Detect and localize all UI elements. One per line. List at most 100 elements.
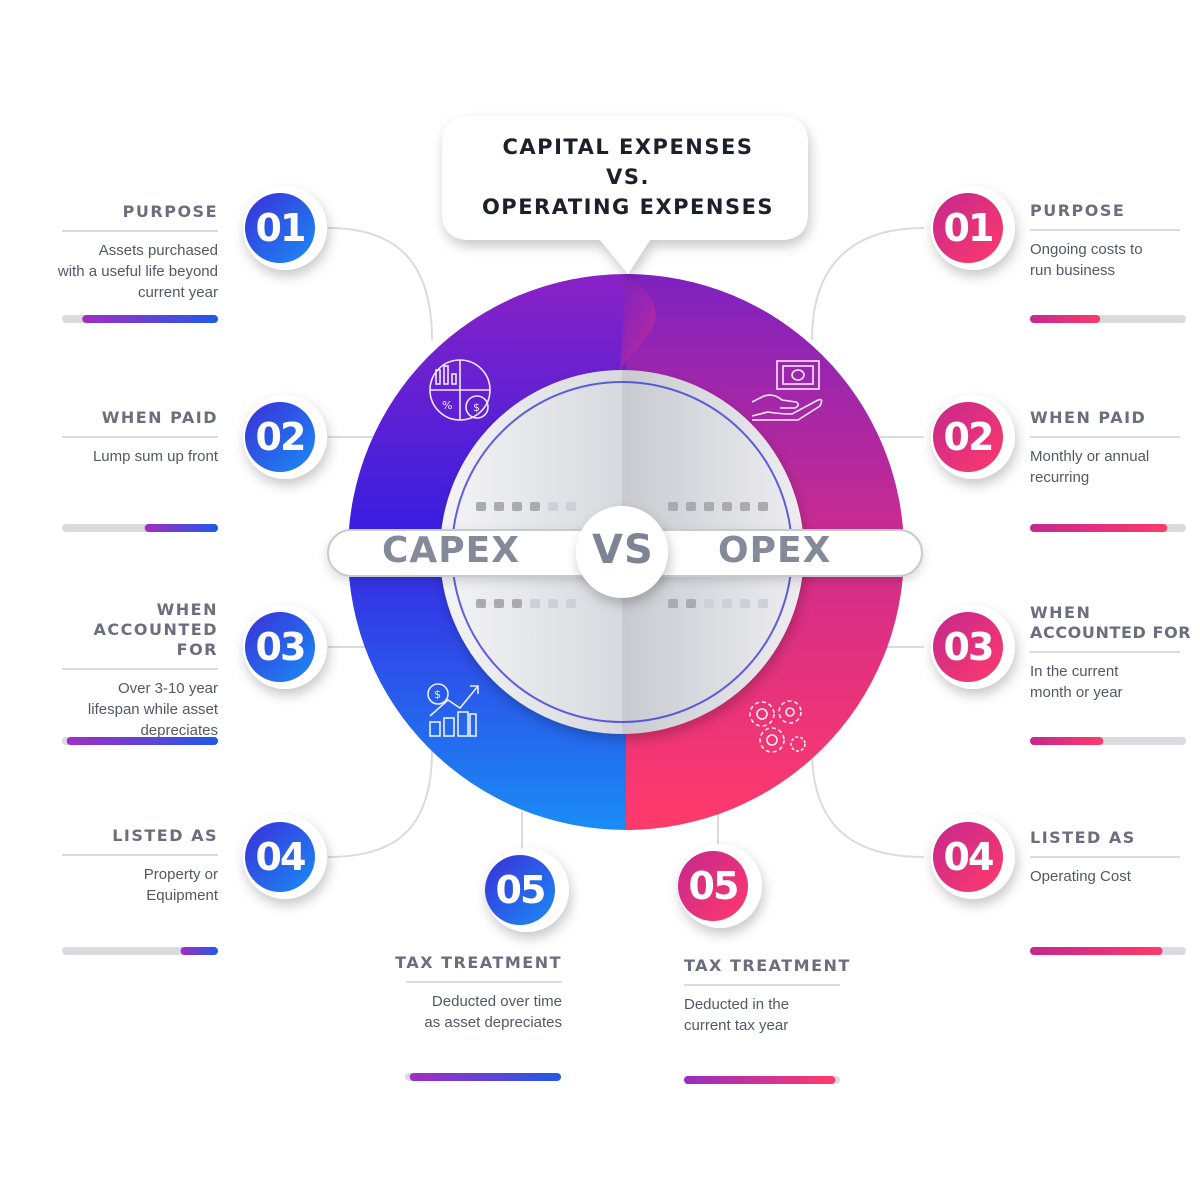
desc-line: current year: [137, 284, 218, 301]
capex-progress-04-fill: [180, 947, 218, 955]
capex-progress-03-fill: [66, 737, 219, 745]
desc-line: with a useful life beyond: [57, 263, 218, 280]
capex-when-paid-desc: Lump sum up front: [48, 446, 218, 467]
divider: [1030, 229, 1180, 231]
desc-line: Operating Cost: [1030, 868, 1131, 885]
capex-connectors: [327, 227, 523, 858]
capex-number-03: 03: [255, 625, 307, 669]
desc-line: Property or: [143, 866, 218, 883]
opex-number-01: 01: [943, 206, 995, 250]
opex-when-paid-title: WHEN PAID: [1030, 408, 1147, 427]
desc-line: Monthly or annual: [1030, 448, 1150, 465]
title-line: WHEN: [156, 600, 218, 619]
opex-number-03: 03: [943, 625, 995, 669]
opex-progress-04-fill: [1030, 947, 1163, 955]
capex-number-circles: [243, 186, 569, 932]
opex-item-when-paid: WHEN PAID Monthly or annual recurring: [1030, 408, 1200, 488]
capex-purpose-desc: Assets purchased with a useful life beyo…: [48, 240, 218, 303]
divider: [1030, 856, 1180, 858]
opex-tax-title: TAX TREATMENT: [684, 956, 851, 975]
capex-when-accounted-title: WHEN ACCOUNTED FOR: [48, 600, 218, 660]
growth-chart-icon: $: [427, 683, 479, 737]
opex-progress-05-fill: [684, 1076, 836, 1084]
capex-listed-as-title: LISTED AS: [112, 826, 218, 845]
opex-progress-02-fill: [1030, 524, 1168, 532]
desc-line: depreciates: [140, 722, 218, 739]
divider: [684, 984, 840, 986]
capex-item-when-accounted: WHEN ACCOUNTED FOR Over 3-10 year lifesp…: [48, 600, 218, 741]
divider: [62, 854, 218, 856]
divider: [1030, 651, 1180, 653]
divider: [62, 436, 218, 438]
svg-text:%: %: [442, 399, 452, 412]
capex-number-01: 01: [255, 206, 307, 250]
desc-line: Deducted over time: [431, 993, 562, 1010]
desc-line: Assets purchased: [98, 242, 218, 259]
capex-listed-as-desc: Property or Equipment: [48, 864, 218, 906]
opex-label: OPEX: [718, 530, 832, 571]
desc-line: In the current: [1030, 663, 1119, 680]
opex-when-accounted-title: WHEN ACCOUNTED FOR: [1030, 603, 1196, 643]
capex-item-listed-as: LISTED AS Property or Equipment: [48, 826, 218, 906]
opex-purpose-desc: Ongoing costs to run business: [1030, 239, 1200, 281]
page-title: CAPITAL EXPENSES VS. OPERATING EXPENSES: [440, 132, 816, 222]
capex-tax-title: TAX TREATMENT: [395, 953, 562, 972]
title-line-1: CAPITAL EXPENSES: [502, 135, 754, 159]
opex-progress-01-fill: [1030, 315, 1101, 323]
svg-text:$: $: [473, 401, 480, 414]
desc-line: Lump sum up front: [92, 448, 218, 465]
capex-progress-04-track: [62, 947, 218, 955]
desc-line: Deducted in the: [684, 996, 790, 1013]
capex-number-05: 05: [495, 868, 547, 912]
capex-progress-01-fill: [82, 315, 218, 323]
title-line-2: VS.: [606, 165, 650, 189]
capex-item-when-paid: WHEN PAID Lump sum up front: [48, 408, 218, 467]
capex-item-purpose: PURPOSE Assets purchased with a useful l…: [48, 202, 218, 303]
title-bubble: [442, 116, 808, 274]
opex-tax-desc: Deducted in the current tax year: [684, 994, 854, 1036]
capex-number-04: 04: [255, 835, 307, 879]
title-line: ACCOUNTED FOR: [1030, 623, 1192, 642]
desc-line: Ongoing costs to: [1030, 241, 1143, 258]
desc-line: recurring: [1030, 469, 1090, 486]
divider: [62, 668, 218, 670]
opex-listed-as-desc: Operating Cost: [1030, 866, 1200, 887]
opex-number-04: 04: [943, 835, 995, 879]
desc-line: current tax year: [684, 1017, 789, 1034]
opex-item-when-accounted: WHEN ACCOUNTED FOR In the current month …: [1030, 603, 1196, 703]
money-in-hand-icon: [751, 360, 823, 421]
capex-when-accounted-desc: Over 3-10 year lifespan while asset depr…: [48, 678, 218, 741]
desc-line: Over 3-10 year: [117, 680, 218, 697]
opex-number-05: 05: [688, 864, 740, 908]
opex-item-tax-treatment: TAX TREATMENT Deducted in the current ta…: [684, 956, 854, 1036]
desc-line: lifespan while asset: [87, 701, 218, 718]
divider: [62, 230, 218, 232]
opex-item-purpose: PURPOSE Ongoing costs to run business: [1030, 201, 1200, 281]
divider: [1030, 436, 1180, 438]
pie-chart-percent-icon: % $: [429, 359, 491, 421]
svg-text:$: $: [434, 688, 441, 701]
title-line: WHEN: [1030, 603, 1092, 622]
capex-when-paid-title: WHEN PAID: [101, 408, 218, 427]
opex-number-circles: [678, 186, 1015, 928]
title-line-3: OPERATING EXPENSES: [481, 195, 775, 219]
vs-circle: [576, 506, 668, 598]
capex-item-tax-treatment: TAX TREATMENT Deducted over time as asse…: [392, 953, 562, 1033]
dot-rows: [476, 502, 768, 608]
opex-progress-03-fill: [1030, 737, 1104, 745]
gears-icon: [749, 700, 806, 753]
opex-number-02: 02: [943, 415, 995, 459]
desc-line: as asset depreciates: [424, 1014, 562, 1031]
vs-label: VS: [592, 527, 654, 573]
desc-line: month or year: [1030, 684, 1123, 701]
desc-line: run business: [1030, 262, 1116, 279]
capex-purpose-title: PURPOSE: [122, 202, 218, 221]
desc-line: Equipment: [146, 887, 218, 904]
opex-listed-as-title: LISTED AS: [1030, 828, 1136, 847]
divider: [406, 981, 562, 983]
capex-progress-05-fill: [409, 1073, 561, 1081]
opex-item-listed-as: LISTED AS Operating Cost: [1030, 828, 1200, 887]
opex-purpose-title: PURPOSE: [1030, 201, 1126, 220]
capex-tax-desc: Deducted over time as asset depreciates: [392, 991, 562, 1033]
